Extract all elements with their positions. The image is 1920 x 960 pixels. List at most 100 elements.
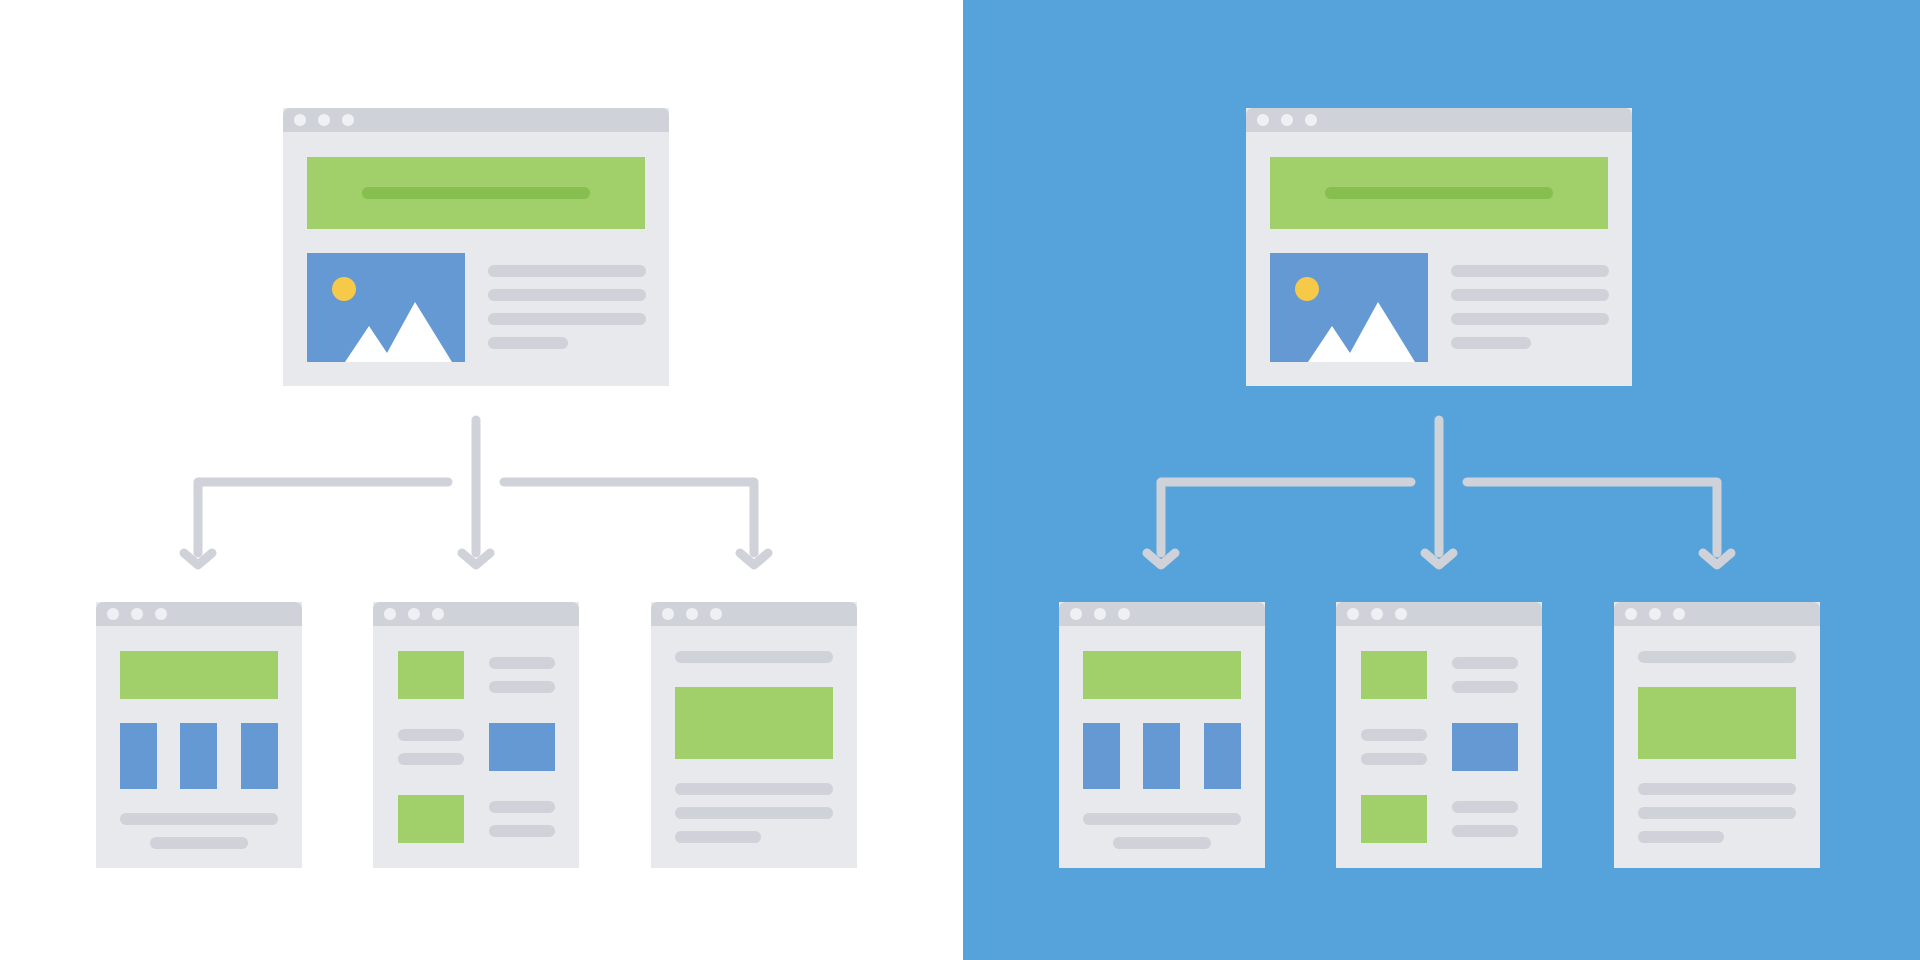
window-dot-icon <box>1649 608 1661 620</box>
window-dot-icon <box>107 608 119 620</box>
text-line <box>1451 337 1531 349</box>
text-line <box>398 753 464 765</box>
window-dot-icon <box>432 608 444 620</box>
text-line <box>120 813 278 825</box>
text-line <box>489 657 555 669</box>
feature-block <box>1638 687 1796 759</box>
text-line <box>1452 681 1518 693</box>
window-dot-icon <box>155 608 167 620</box>
window-title-bar <box>283 108 669 132</box>
window-dot-icon <box>1118 608 1130 620</box>
sun-icon <box>332 277 356 301</box>
text-line <box>1113 837 1211 849</box>
text-line <box>675 651 833 663</box>
text-line <box>488 265 646 277</box>
text-line <box>1083 813 1241 825</box>
text-line <box>1638 807 1796 819</box>
text-line <box>1361 753 1427 765</box>
window-dot-icon <box>710 608 722 620</box>
window-title-bar <box>1614 602 1820 626</box>
page-grid-layout <box>96 602 302 868</box>
banner-block <box>1083 651 1241 699</box>
window-dot-icon <box>1371 608 1383 620</box>
page-alternating-layout <box>1336 602 1542 868</box>
text-line <box>675 783 833 795</box>
diagram-panel-light <box>96 108 857 868</box>
text-line <box>1638 783 1796 795</box>
window-dot-icon <box>1395 608 1407 620</box>
window-dot-icon <box>1094 608 1106 620</box>
page-article-layout <box>1614 602 1820 868</box>
connector-left <box>193 477 453 558</box>
window-title-bar <box>1246 108 1632 132</box>
window-dot-icon <box>1305 114 1317 126</box>
hero-headline-bar <box>1325 187 1553 199</box>
hierarchy-connectors <box>1156 415 1722 558</box>
arrow-head-icon <box>1420 548 1458 570</box>
text-line <box>488 313 646 325</box>
window-dot-icon <box>131 608 143 620</box>
arrow-head-icon <box>1142 548 1180 570</box>
text-line <box>1452 801 1518 813</box>
connector-right <box>499 477 759 558</box>
arrow-head-icon <box>457 548 495 570</box>
feature-block <box>675 687 833 759</box>
image-block <box>1452 723 1518 771</box>
sun-icon <box>1295 277 1319 301</box>
window-title-bar <box>96 602 302 626</box>
text-line <box>675 807 833 819</box>
column-block <box>120 723 157 789</box>
column-block <box>180 723 217 789</box>
mountain-icon <box>1308 302 1415 362</box>
window-dot-icon <box>1347 608 1359 620</box>
text-line <box>488 337 568 349</box>
text-line <box>488 289 646 301</box>
hierarchy-connectors <box>193 415 759 558</box>
window-dot-icon <box>686 608 698 620</box>
column-block <box>1204 723 1241 789</box>
image-block <box>1361 795 1427 843</box>
text-line <box>1451 289 1609 301</box>
window-dot-icon <box>1281 114 1293 126</box>
image-block <box>398 651 464 699</box>
text-line <box>1452 825 1518 837</box>
window-title-bar <box>651 602 857 626</box>
text-line <box>398 729 464 741</box>
text-line <box>675 831 761 843</box>
page-alternating-layout <box>373 602 579 868</box>
text-line <box>1452 657 1518 669</box>
window-dot-icon <box>318 114 330 126</box>
column-block <box>1143 723 1180 789</box>
window-title-bar <box>1336 602 1542 626</box>
window-dot-icon <box>1257 114 1269 126</box>
arrow-head-icon <box>735 548 773 570</box>
text-line <box>1638 651 1796 663</box>
image-block <box>398 795 464 843</box>
page-home <box>1246 108 1632 386</box>
connector-left <box>1156 477 1416 558</box>
page-article-layout <box>651 602 857 868</box>
text-line <box>489 681 555 693</box>
image-block <box>1361 651 1427 699</box>
window-dot-icon <box>1673 608 1685 620</box>
connector-right <box>1462 477 1722 558</box>
window-dot-icon <box>384 608 396 620</box>
page-grid-layout <box>1059 602 1265 868</box>
window-dot-icon <box>294 114 306 126</box>
window-dot-icon <box>662 608 674 620</box>
text-line <box>1361 729 1427 741</box>
window-dot-icon <box>342 114 354 126</box>
page-home <box>283 108 669 386</box>
window-title-bar <box>1059 602 1265 626</box>
banner-block <box>120 651 278 699</box>
image-block <box>489 723 555 771</box>
text-line <box>1451 313 1609 325</box>
text-line <box>489 825 555 837</box>
window-dot-icon <box>1625 608 1637 620</box>
arrow-head-icon <box>1698 548 1736 570</box>
window-dot-icon <box>1070 608 1082 620</box>
column-block <box>1083 723 1120 789</box>
text-line <box>489 801 555 813</box>
window-title-bar <box>373 602 579 626</box>
